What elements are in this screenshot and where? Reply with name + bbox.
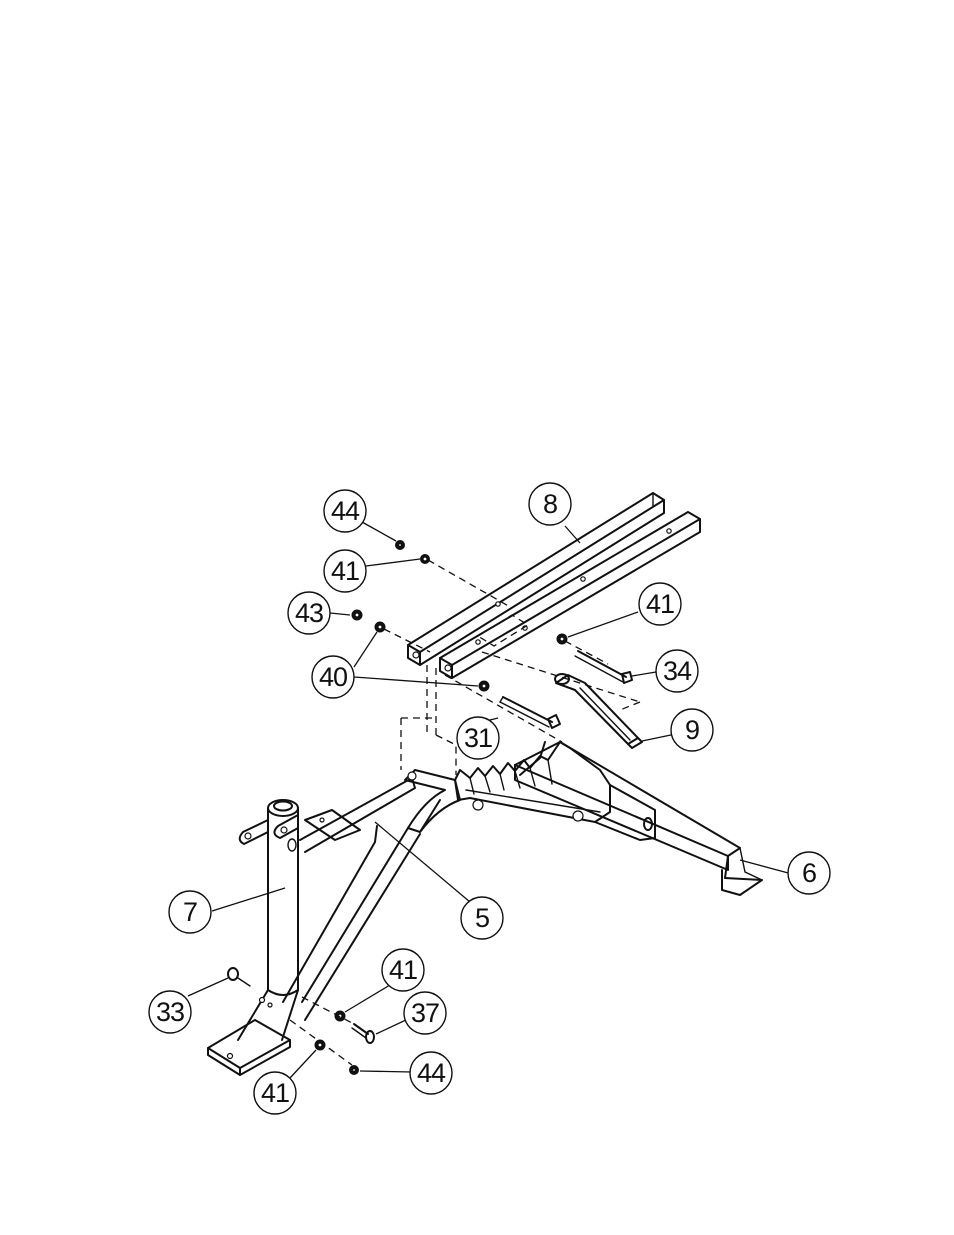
bolt-34 — [575, 651, 632, 683]
svg-text:41: 41 — [389, 955, 417, 985]
svg-text:43: 43 — [295, 598, 323, 628]
callout-33: 33 — [149, 991, 191, 1033]
svg-text:6: 6 — [802, 858, 816, 888]
part-9-support-link — [555, 674, 642, 748]
callout-41-upper-right: 41 — [639, 583, 681, 625]
callout-43: 43 — [288, 592, 330, 634]
part-5-main-frame — [283, 770, 460, 1020]
svg-text:5: 5 — [475, 903, 489, 933]
callout-5: 5 — [461, 897, 503, 939]
callout-40: 40 — [312, 656, 354, 698]
svg-text:37: 37 — [411, 998, 439, 1028]
assembly-lines-lower — [290, 997, 356, 1065]
callout-6: 6 — [788, 852, 830, 894]
svg-text:44: 44 — [417, 1058, 446, 1088]
svg-text:41: 41 — [646, 589, 674, 619]
callout-34: 34 — [656, 650, 698, 692]
svg-text:41: 41 — [261, 1078, 289, 1108]
callout-41-lower-right: 41 — [382, 949, 424, 991]
callout-9: 9 — [671, 709, 713, 751]
svg-text:8: 8 — [543, 489, 557, 519]
svg-text:40: 40 — [319, 662, 347, 692]
callout-7: 7 — [169, 891, 211, 933]
svg-text:41: 41 — [331, 556, 359, 586]
svg-text:9: 9 — [685, 715, 699, 745]
part-7-front-upright — [208, 800, 298, 1075]
callout-44-top: 44 — [324, 490, 366, 532]
assembly-lines-upper — [384, 560, 640, 775]
callout-8: 8 — [529, 483, 571, 525]
callout-37: 37 — [404, 992, 446, 1034]
callout-31: 31 — [457, 717, 499, 759]
svg-text:33: 33 — [156, 997, 184, 1027]
svg-text:34: 34 — [663, 656, 692, 686]
callout-41-bottom: 41 — [254, 1072, 296, 1114]
svg-text:44: 44 — [331, 496, 360, 526]
callout-41-upper-left: 41 — [324, 550, 366, 592]
callout-44-bottom: 44 — [410, 1052, 452, 1094]
svg-text:7: 7 — [183, 897, 197, 927]
part-6-rear-frame — [455, 742, 762, 895]
svg-text:31: 31 — [464, 723, 492, 753]
